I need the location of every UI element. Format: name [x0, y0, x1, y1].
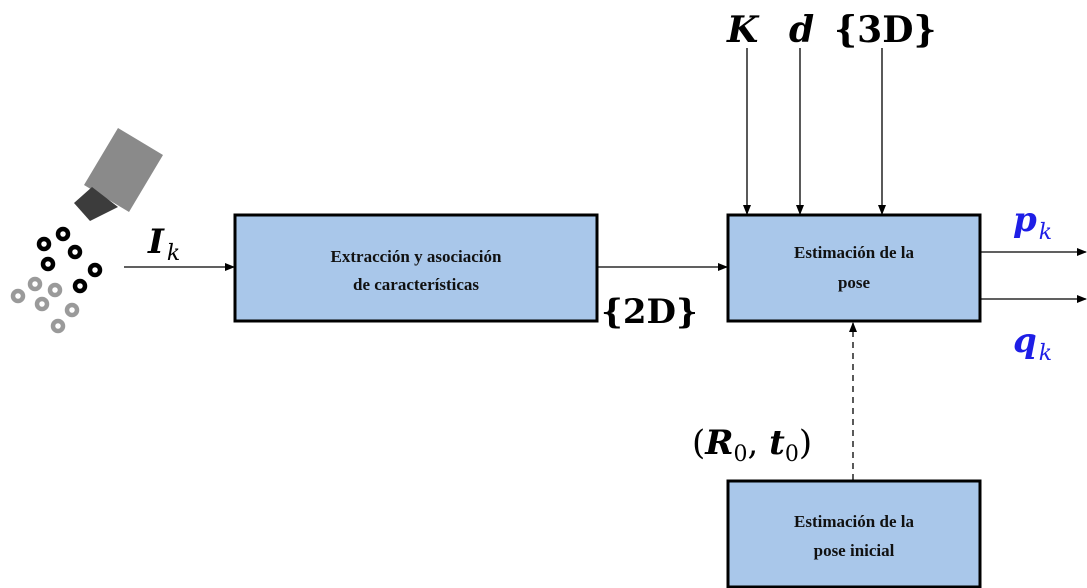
- distortion-d-label: d: [789, 9, 814, 51]
- initial-pose-open-paren: (: [692, 423, 705, 463]
- points-3d-label: {3D}: [834, 9, 937, 51]
- points-2d-label: {2D}: [601, 292, 698, 332]
- initial-pose-t: t: [769, 423, 785, 463]
- initial-pose-line1: Estimación de la: [794, 512, 914, 531]
- output-p-main: p: [1013, 200, 1037, 240]
- output-q-label: qk: [1013, 321, 1052, 366]
- initial-pose-t-sub: 0: [785, 442, 799, 467]
- initial-pose-label: (R0, t0): [692, 423, 812, 467]
- camera-icon: [74, 128, 163, 221]
- initial-pose-r-sub: 0: [734, 442, 748, 467]
- feature-extraction-line1: Extracción y asociación: [331, 247, 502, 266]
- image-input-sub: k: [167, 241, 180, 266]
- output-q-sub: k: [1039, 341, 1052, 366]
- pose-estimation-line2: pose: [838, 273, 871, 292]
- pose-estimation-block: Estimación de la pose: [726, 213, 982, 323]
- feature-extraction-block: Extracción y asociación de característic…: [233, 213, 599, 323]
- pose-estimation-line1: Estimación de la: [794, 243, 914, 262]
- initial-pose-r: R: [704, 423, 733, 463]
- intrinsics-k-label: K: [726, 9, 760, 51]
- output-p-label: pk: [1013, 200, 1052, 245]
- image-input-main: I: [147, 222, 165, 262]
- feature-extraction-line2: de características: [353, 275, 479, 294]
- initial-pose-block: Estimación de la pose inicial: [726, 479, 982, 588]
- initial-pose-line2: pose inicial: [814, 541, 895, 560]
- initial-pose-comma: ,: [748, 423, 770, 463]
- feature-points-icon: [10, 226, 103, 334]
- output-q-main: q: [1013, 321, 1037, 361]
- initial-pose-close-paren: ): [799, 423, 812, 463]
- output-p-sub: k: [1039, 220, 1052, 245]
